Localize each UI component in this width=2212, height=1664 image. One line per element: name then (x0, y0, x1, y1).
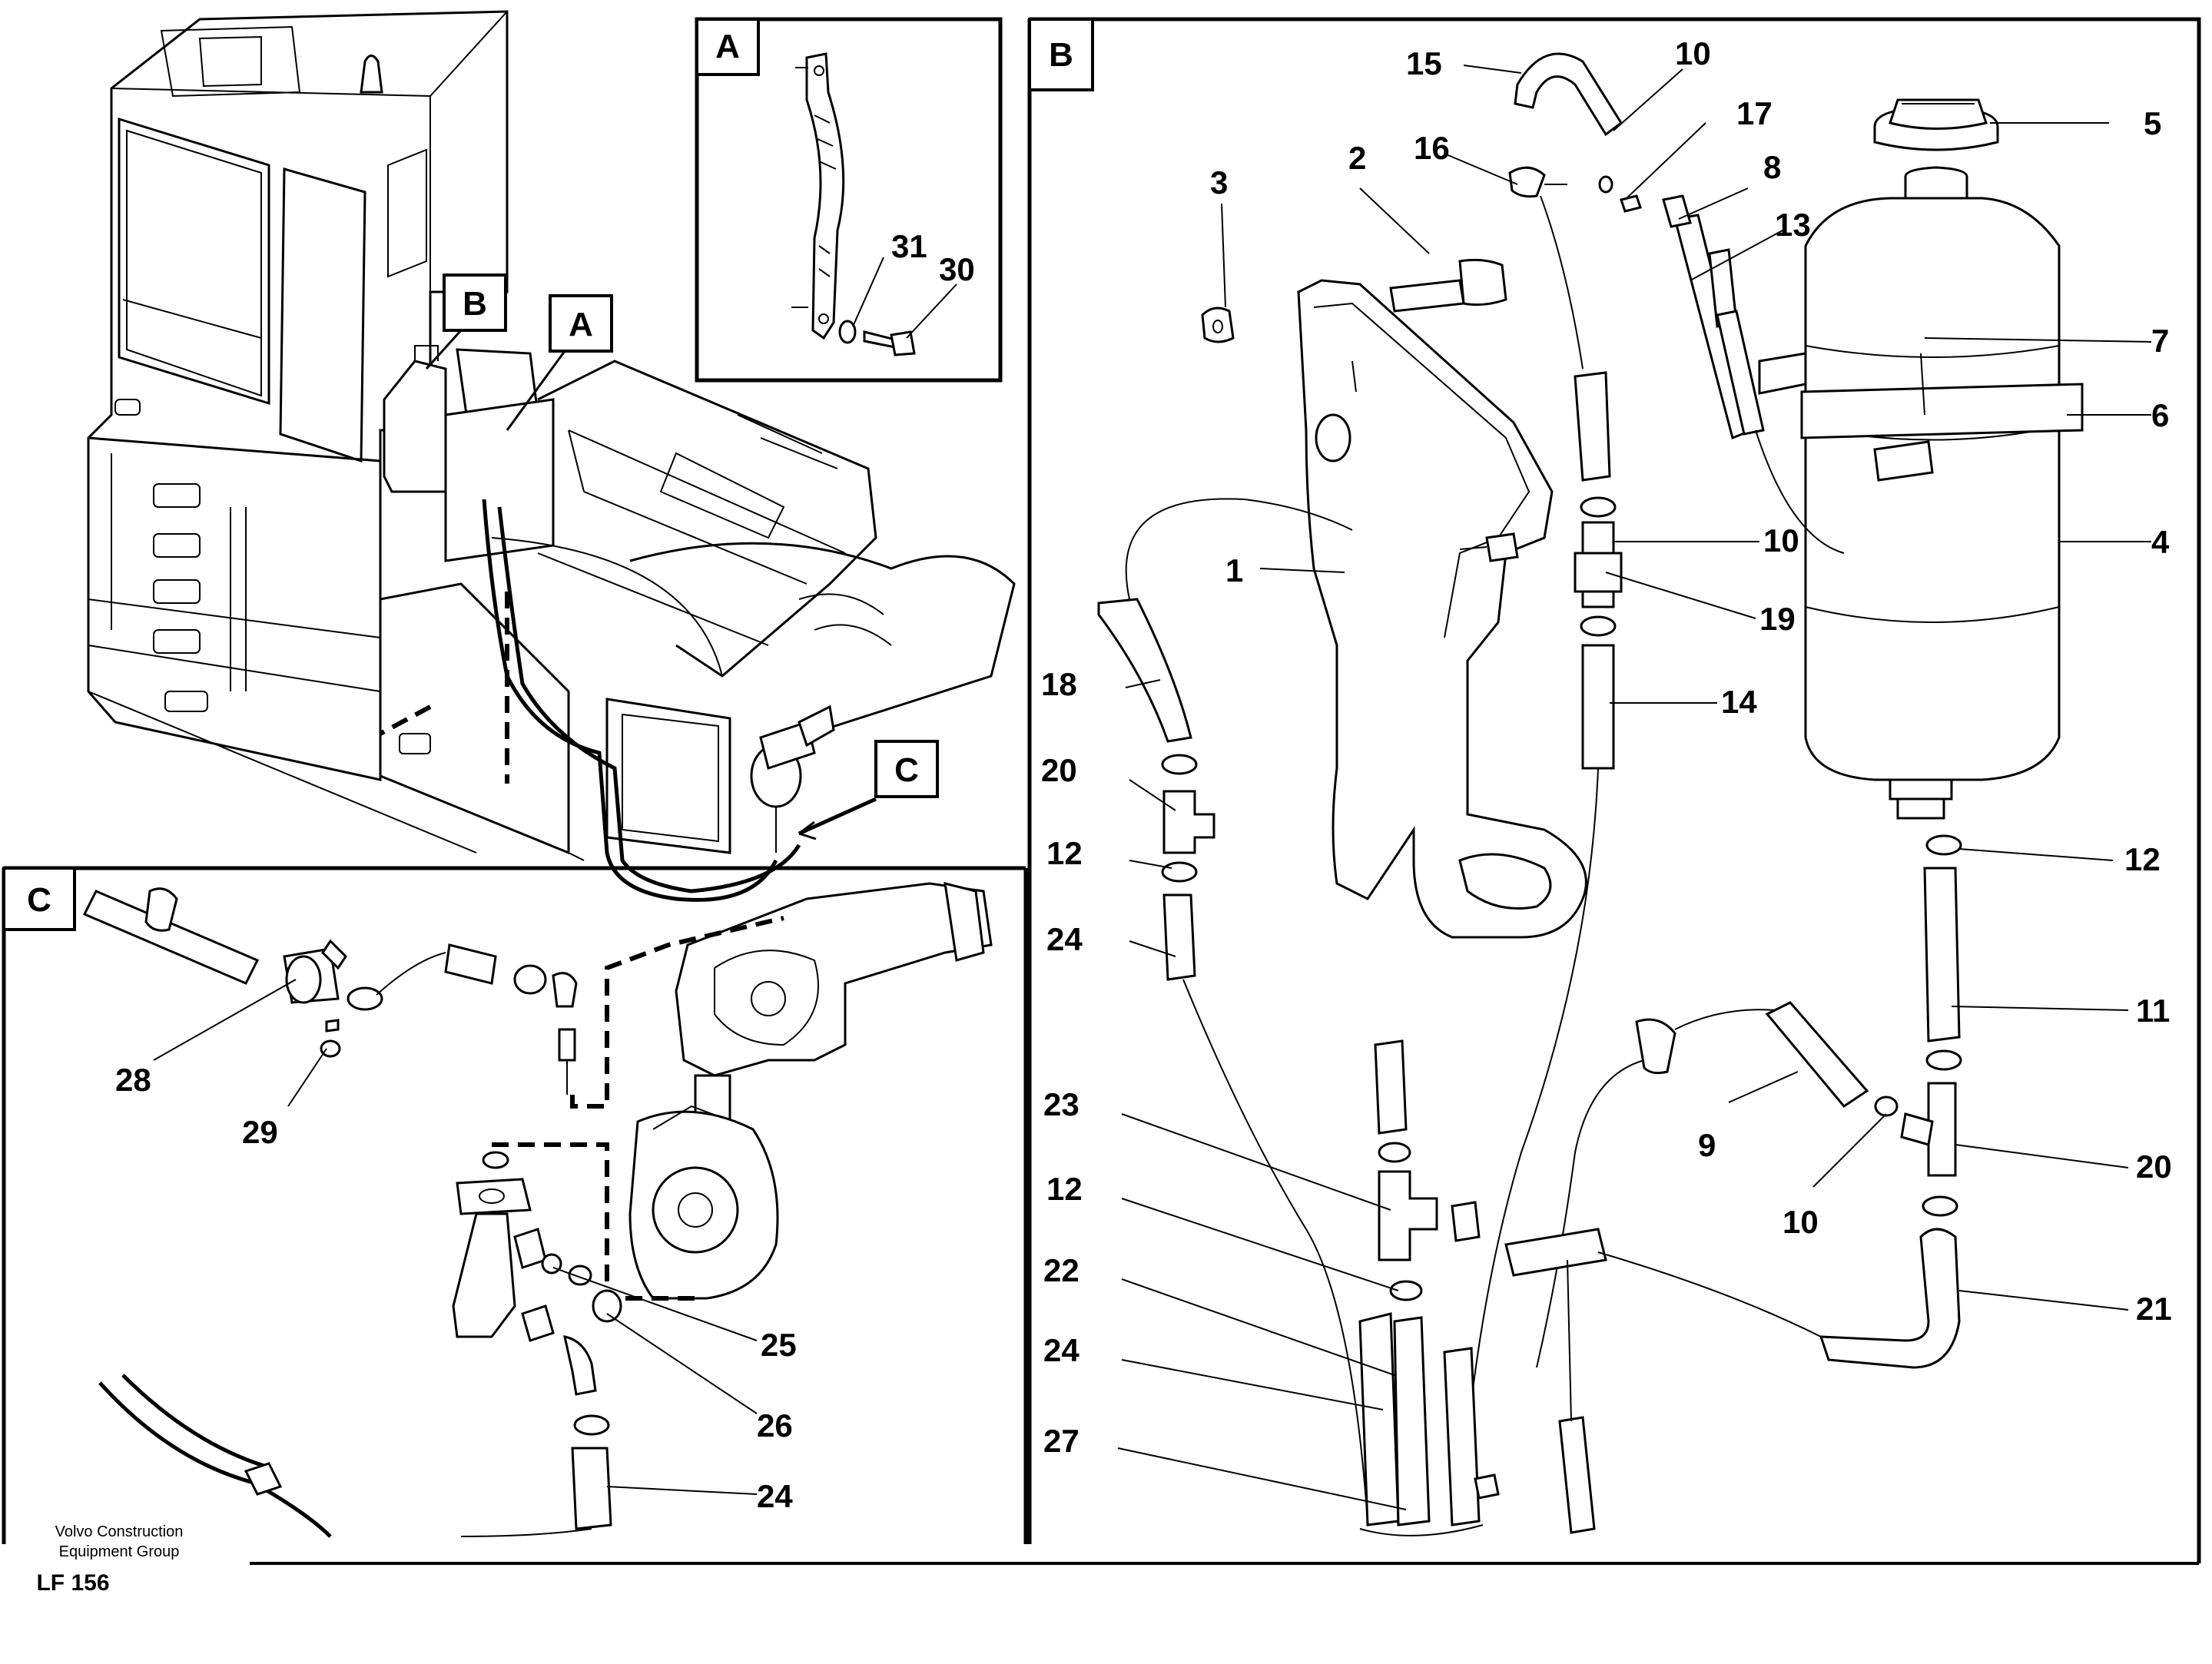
panel-c-tag-box (2, 867, 76, 931)
callout-b21: 21 (2136, 1291, 2172, 1327)
panel-c-tag: C (27, 881, 51, 919)
callout-b2: 2 (1348, 140, 1366, 176)
footer-company-line2: Equipment Group (59, 1543, 180, 1560)
callout-c28: 28 (115, 1062, 151, 1098)
callout-c24: 24 (757, 1478, 793, 1514)
callout-b15: 15 (1406, 45, 1442, 81)
callout-b3: 3 (1210, 164, 1228, 201)
overview-tag-c-box (874, 740, 939, 798)
callout-b19: 19 (1759, 601, 1796, 637)
panel-c: C (2, 866, 1028, 1544)
callout-a31: 31 (891, 228, 927, 264)
callout-b13: 13 (1775, 207, 1811, 243)
callout-b6: 6 (2151, 397, 2169, 433)
callout-b1: 1 (1225, 552, 1243, 588)
callout-b8: 8 (1763, 149, 1781, 185)
callout-b12c: 12 (2124, 841, 2161, 877)
callout-b17: 17 (1736, 95, 1773, 131)
callout-b20b: 20 (2136, 1149, 2172, 1185)
callout-b16: 16 (1414, 130, 1450, 166)
callout-c26: 26 (757, 1407, 793, 1444)
callout-b9: 9 (1698, 1127, 1716, 1163)
callout-b24a: 24 (1046, 921, 1083, 957)
footer-company-line1: Volvo Construction (55, 1523, 184, 1540)
panel-a-tag-box (695, 18, 760, 76)
callout-b22: 22 (1043, 1252, 1079, 1288)
callout-b24b: 24 (1043, 1332, 1079, 1368)
callout-b10a: 10 (1675, 35, 1711, 71)
callout-b20a: 20 (1041, 752, 1077, 788)
panel-b: B (1027, 17, 2201, 1563)
callout-a30: 30 (939, 251, 975, 287)
callout-b7: 7 (2151, 323, 2169, 359)
machine-overview: B A C (87, 10, 1016, 902)
panel-b-tag: B (1049, 36, 1073, 74)
callout-c25: 25 (761, 1327, 797, 1363)
callout-b5: 5 (2144, 105, 2161, 141)
callout-b27: 27 (1043, 1423, 1079, 1459)
callout-b10b: 10 (1763, 522, 1799, 559)
callout-b23: 23 (1043, 1086, 1079, 1122)
callout-c29: 29 (242, 1114, 278, 1150)
panel-b-tag-box (1028, 18, 1094, 91)
callout-b12b: 12 (1046, 1171, 1083, 1207)
overview-tag-a: A (569, 306, 593, 343)
footer: Volvo Construction Equipment Group LF 15… (36, 1523, 183, 1596)
callout-b18: 18 (1041, 666, 1077, 702)
callout-b14: 14 (1721, 684, 1757, 720)
callout-b4: 4 (2151, 524, 2170, 560)
panel-a-tag: A (715, 28, 740, 65)
callout-b12a: 12 (1046, 835, 1083, 871)
overview-tag-c: C (894, 751, 919, 789)
overview-tag-a-box (549, 294, 613, 353)
callout-b10c: 10 (1783, 1204, 1819, 1240)
overview-tag-b: B (463, 285, 487, 323)
overview-tag-b-box (443, 273, 507, 332)
callout-b11: 11 (2136, 993, 2170, 1029)
panel-a: A 31 30 (695, 17, 1003, 383)
drawing-code: LF 156 (36, 1570, 109, 1596)
